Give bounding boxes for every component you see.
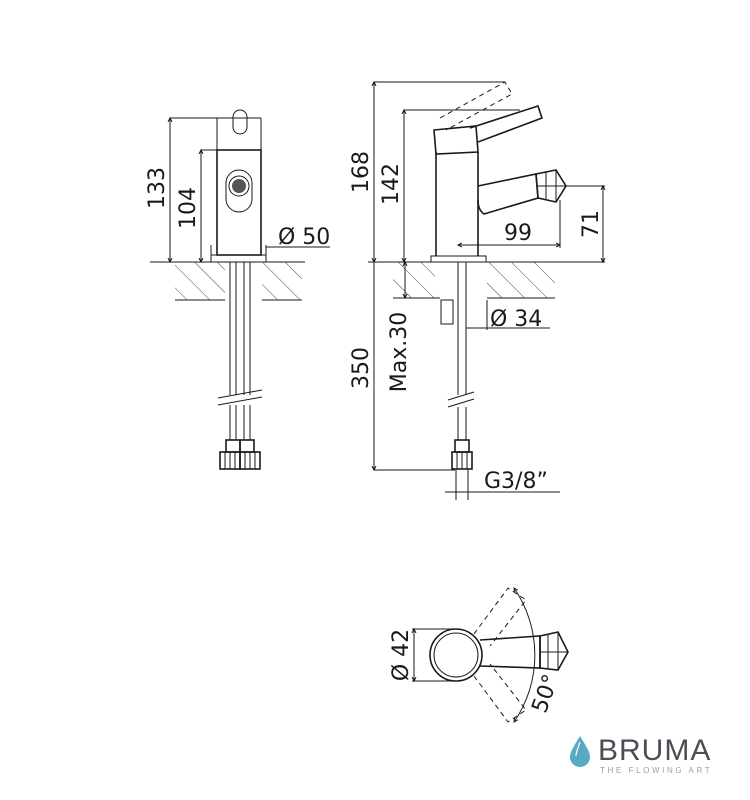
spout-height-label: 71 — [579, 210, 604, 238]
body-diameter-label: Ø 42 — [389, 629, 414, 681]
top-view — [412, 588, 569, 722]
hole-diameter-label: Ø 34 — [490, 307, 542, 332]
max-deck-thickness-label: Max.30 — [387, 312, 412, 392]
hose-length-label: 350 — [349, 347, 374, 389]
brand-tagline: THE FLOWING ART — [600, 766, 712, 775]
brand-name: BRUMA — [598, 734, 711, 767]
front-body-height-label: 142 — [379, 163, 404, 205]
side-total-height-label: 133 — [145, 167, 170, 209]
front-total-height-label: 168 — [349, 151, 374, 193]
front-view — [368, 82, 605, 500]
water-drop-icon — [570, 736, 590, 767]
side-view — [150, 109, 330, 470]
thread-size-label: G3/8” — [484, 469, 548, 494]
side-body-height-label: 104 — [176, 187, 201, 229]
spout-reach-label: 99 — [504, 221, 532, 246]
base-diameter-label: Ø 50 — [278, 225, 330, 250]
brand-logo: BRUMA THE FLOWING ART — [570, 734, 712, 775]
